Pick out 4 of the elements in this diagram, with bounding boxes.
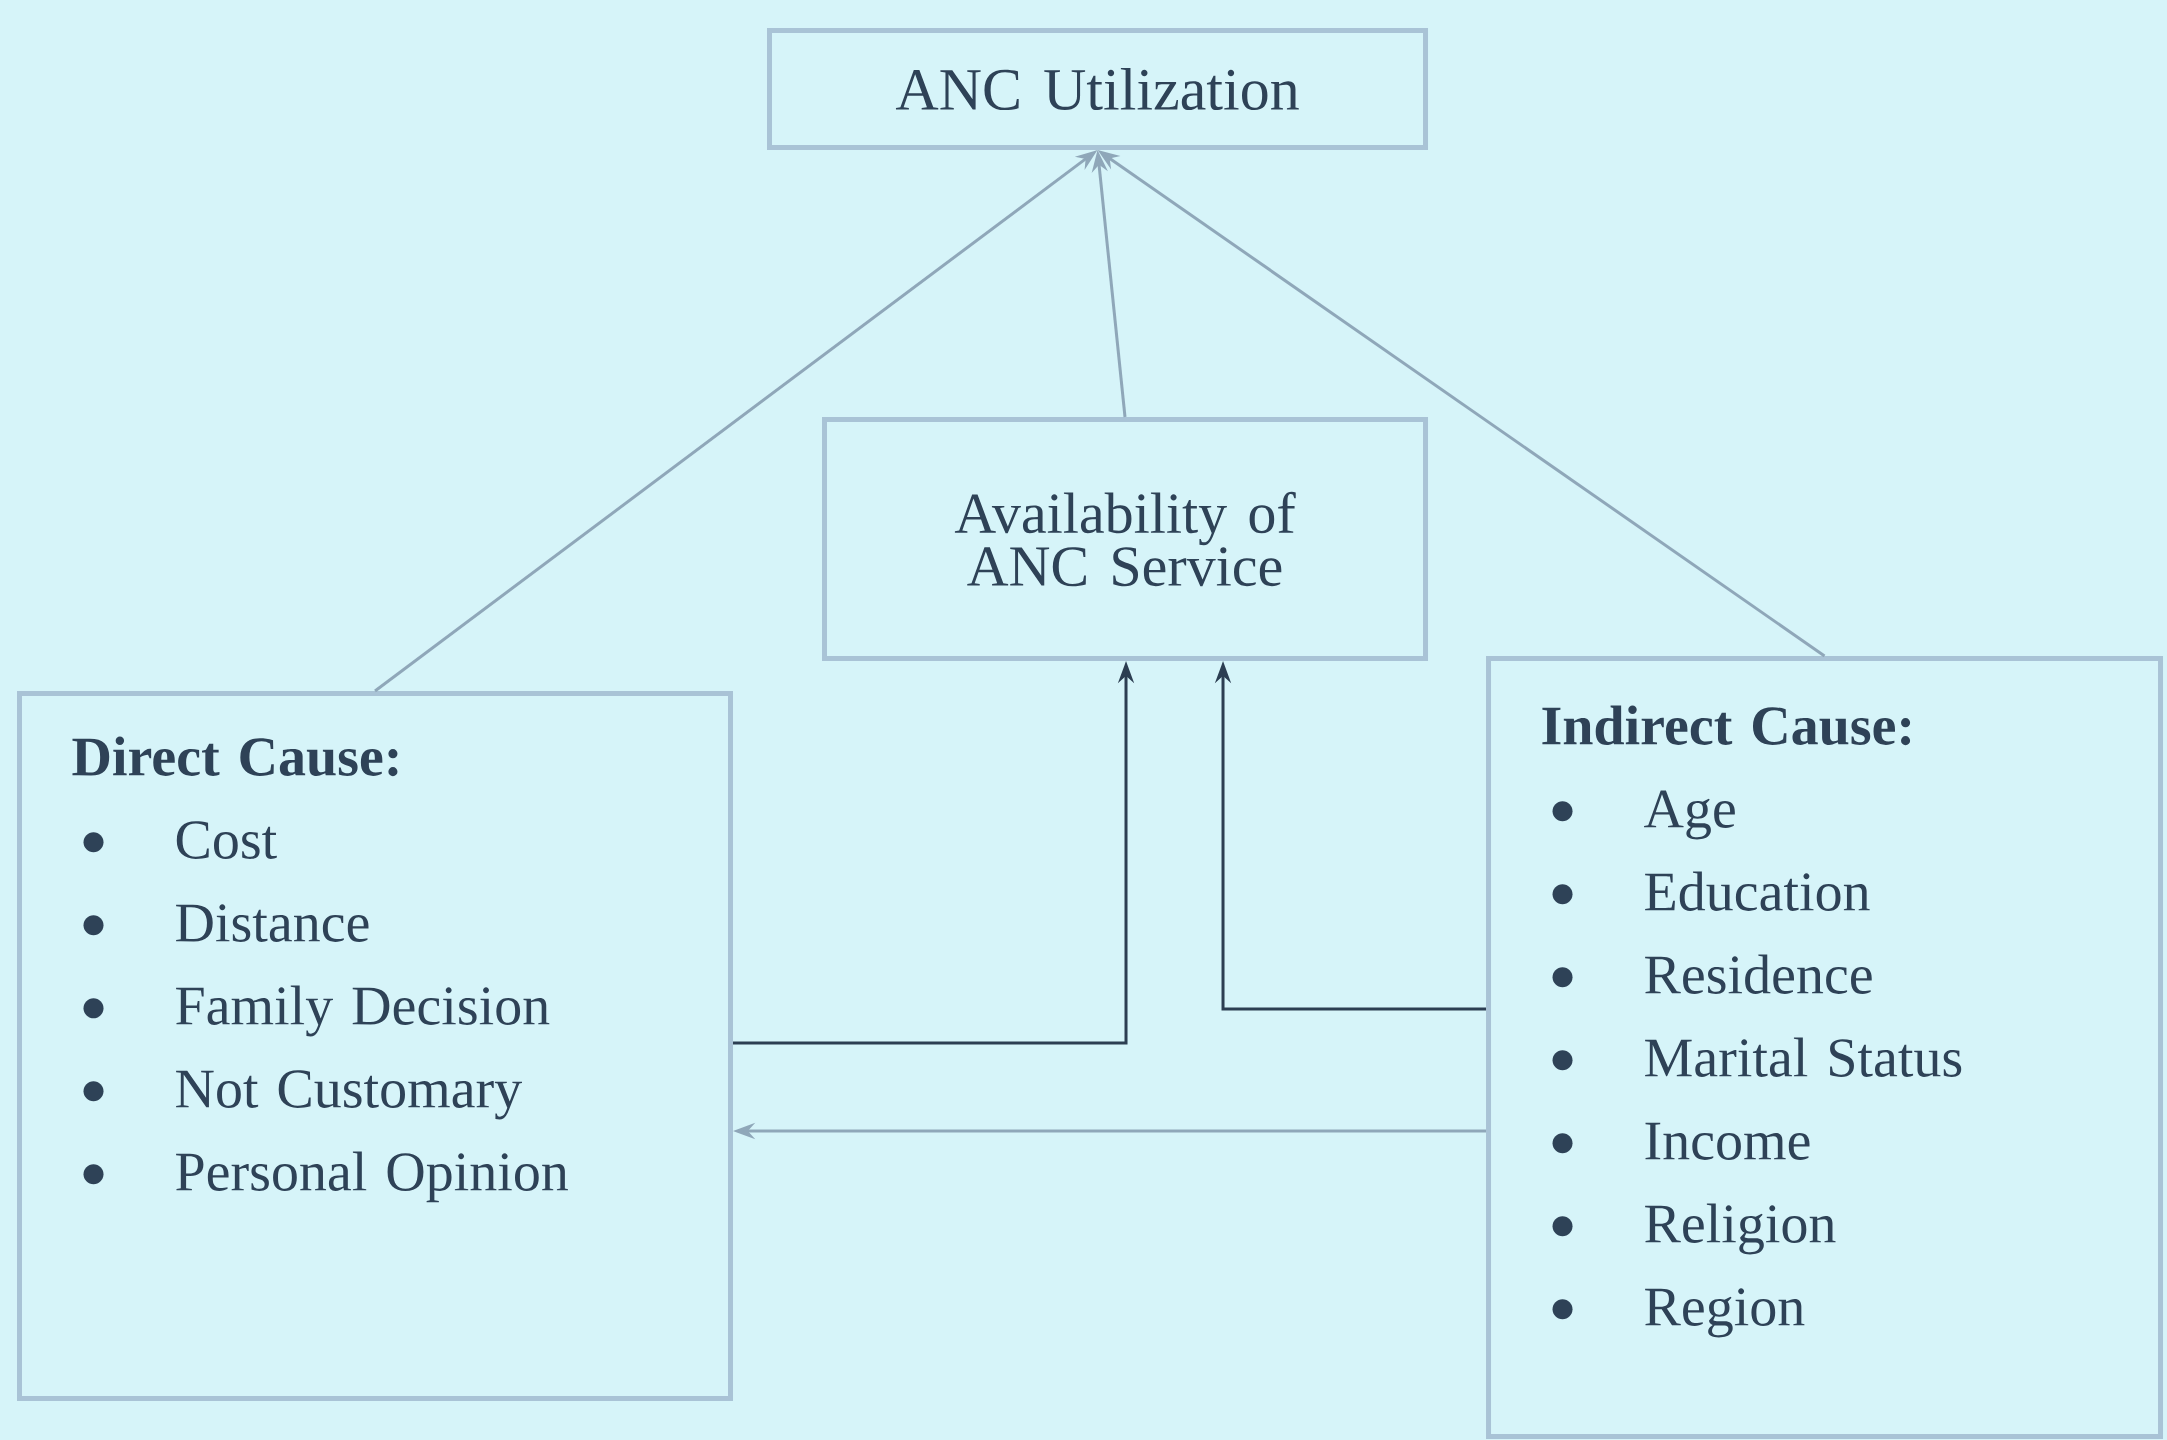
cause-box: Indirect Cause: Age Education Residence Marital Status Income Religion Region [1486,656,2164,1439]
cause-box: Direct Cause: Cost Distance Family Decision Not Customary Personal Opinion [17,691,733,1401]
process-box: Availability of ANC Service [822,417,1428,661]
title-box: ANC Utilization [767,28,1428,150]
